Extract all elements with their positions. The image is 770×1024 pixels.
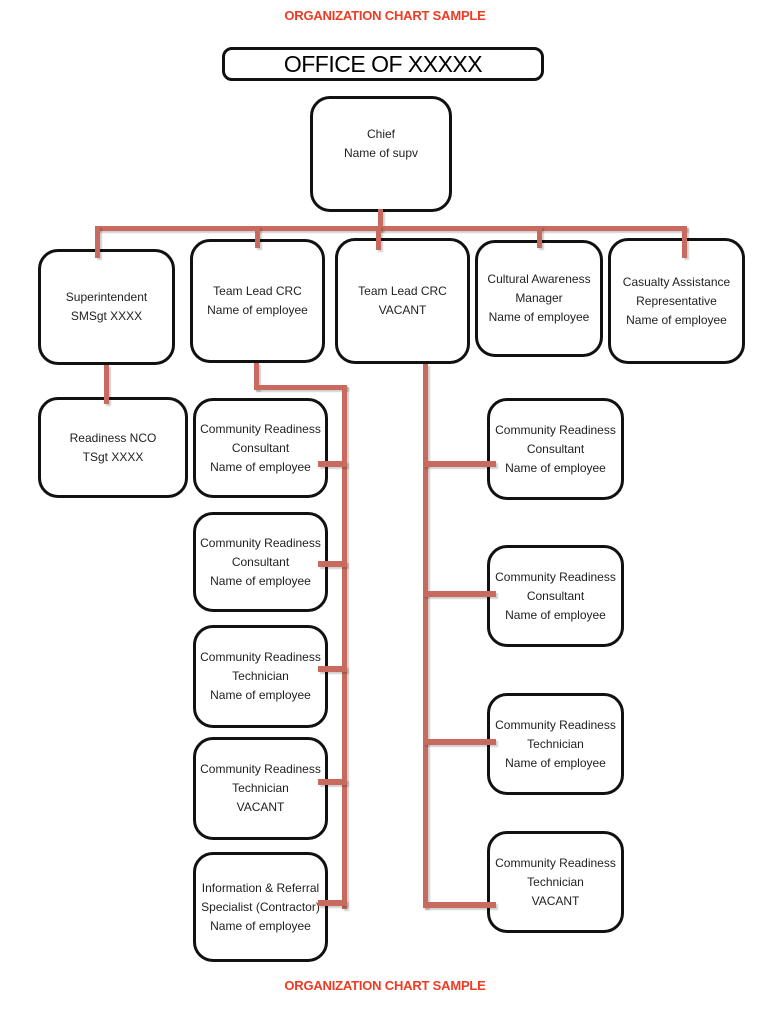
node-title: Community Readiness bbox=[495, 569, 616, 584]
node-person: Name of employee bbox=[488, 310, 590, 324]
node-subtitle: Name of employee bbox=[207, 303, 308, 317]
node-title: Community Readiness bbox=[200, 421, 321, 436]
connector-team1-stub-3 bbox=[318, 666, 347, 672]
node-subtitle: Consultant bbox=[231, 440, 290, 455]
connector-chief-stub bbox=[378, 209, 383, 231]
connector-team1-stub-1 bbox=[318, 461, 347, 467]
node-team1-consultant-1: Community Readiness Consultant Name of e… bbox=[193, 398, 328, 498]
node-casualty-assistance-rep: Casualty Assistance Representative Name … bbox=[608, 238, 745, 364]
node-person: Name of employee bbox=[210, 573, 311, 588]
page-title-bottom: ORGANIZATION CHART SAMPLE bbox=[284, 978, 486, 993]
office-title-box: OFFICE OF XXXXX bbox=[222, 47, 544, 81]
connector-team2-stub-4 bbox=[423, 902, 496, 908]
node-subtitle: Specialist (Contractor) bbox=[201, 899, 320, 914]
node-cultural-awareness-manager: Cultural Awareness Manager Name of emplo… bbox=[475, 240, 603, 357]
node-title: Information & Referral bbox=[201, 880, 320, 895]
node-title: Superintendent bbox=[65, 290, 148, 304]
node-title: Team Lead CRC bbox=[213, 284, 302, 298]
node-subtitle: Technician bbox=[232, 781, 289, 795]
node-subtitle: Technician bbox=[527, 874, 584, 889]
node-subtitle: Name of supv bbox=[343, 146, 419, 160]
connector-team2-stub-3 bbox=[423, 739, 496, 745]
node-subtitle: Manager bbox=[515, 291, 563, 305]
node-title: Community Readiness bbox=[200, 762, 321, 776]
node-title: Community Readiness bbox=[495, 855, 616, 870]
node-person: Name of employee bbox=[505, 755, 606, 770]
connector-team1-trunk bbox=[342, 385, 347, 909]
connector-team1-drop bbox=[254, 363, 259, 390]
node-subtitle: TSgt XXXX bbox=[82, 449, 144, 464]
node-team2-consultant-2: Community Readiness Consultant Name of e… bbox=[487, 545, 624, 647]
node-title: Casualty Assistance bbox=[622, 274, 731, 289]
node-person: VACANT bbox=[236, 800, 285, 814]
node-team2-technician-1: Community Readiness Technician Name of e… bbox=[487, 693, 624, 795]
node-title: Community Readiness bbox=[495, 422, 616, 437]
node-title: Cultural Awareness bbox=[487, 272, 591, 286]
connector-team2-stub-1 bbox=[423, 461, 496, 467]
connector-stub-team-lead-1 bbox=[255, 226, 260, 248]
connector-stub-team-lead-vacant bbox=[376, 226, 381, 250]
connector-level2-hline bbox=[95, 226, 687, 231]
node-title: Community Readiness bbox=[200, 650, 321, 664]
page-title-top: ORGANIZATION CHART SAMPLE bbox=[284, 8, 486, 23]
node-person: Name of employee bbox=[505, 460, 606, 475]
node-subtitle: SMSgt XXXX bbox=[70, 309, 143, 323]
node-team1-technician-vacant: Community Readiness Technician VACANT bbox=[193, 737, 328, 840]
connector-team2-trunk bbox=[423, 364, 428, 908]
connector-stub-cultural bbox=[537, 226, 542, 248]
node-person: VACANT bbox=[531, 893, 580, 908]
connector-superintendent-readiness bbox=[104, 365, 109, 404]
connector-stub-superintendent bbox=[95, 226, 100, 258]
node-person: Name of employee bbox=[505, 607, 606, 622]
node-person: Name of employee bbox=[626, 312, 727, 327]
node-title: Community Readiness bbox=[495, 717, 616, 732]
node-team1-info-referral-specialist: Information & Referral Specialist (Contr… bbox=[193, 852, 328, 962]
connector-team1-stub-4 bbox=[318, 779, 347, 785]
node-person: Name of employee bbox=[210, 459, 311, 474]
node-subtitle: Consultant bbox=[526, 441, 585, 456]
connector-team1-stub-2 bbox=[318, 561, 347, 567]
node-team-lead-crc-1: Team Lead CRC Name of employee bbox=[190, 239, 325, 363]
node-readiness-nco: Readiness NCO TSgt XXXX bbox=[38, 397, 188, 498]
node-subtitle: Technician bbox=[527, 736, 584, 751]
node-team1-technician-1: Community Readiness Technician Name of e… bbox=[193, 625, 328, 728]
connector-team1-elbow bbox=[254, 385, 347, 390]
node-subtitle: Technician bbox=[232, 669, 289, 683]
office-title-label: OFFICE OF XXXXX bbox=[283, 50, 483, 77]
node-title: Team Lead CRC bbox=[358, 284, 447, 298]
node-chief: Chief Name of supv bbox=[310, 96, 452, 212]
connector-team1-stub-5 bbox=[318, 900, 347, 906]
node-team2-consultant-1: Community Readiness Consultant Name of e… bbox=[487, 398, 624, 500]
node-title: Community Readiness bbox=[200, 535, 321, 550]
node-person: Name of employee bbox=[210, 688, 311, 702]
node-title: Chief bbox=[366, 127, 395, 141]
node-team2-technician-vacant: Community Readiness Technician VACANT bbox=[487, 831, 624, 933]
node-subtitle: VACANT bbox=[378, 303, 427, 317]
connector-team2-stub-2 bbox=[423, 591, 496, 597]
node-team-lead-crc-vacant: Team Lead CRC VACANT bbox=[335, 238, 470, 364]
node-title: Readiness NCO bbox=[69, 430, 157, 445]
connector-stub-casualty bbox=[682, 226, 687, 258]
node-subtitle: Consultant bbox=[231, 554, 290, 569]
node-person: Name of employee bbox=[210, 918, 311, 933]
node-subtitle: Consultant bbox=[526, 588, 585, 603]
node-subtitle: Representative bbox=[636, 293, 717, 308]
node-superintendent: Superintendent SMSgt XXXX bbox=[38, 249, 175, 365]
node-team1-consultant-2: Community Readiness Consultant Name of e… bbox=[193, 512, 328, 612]
